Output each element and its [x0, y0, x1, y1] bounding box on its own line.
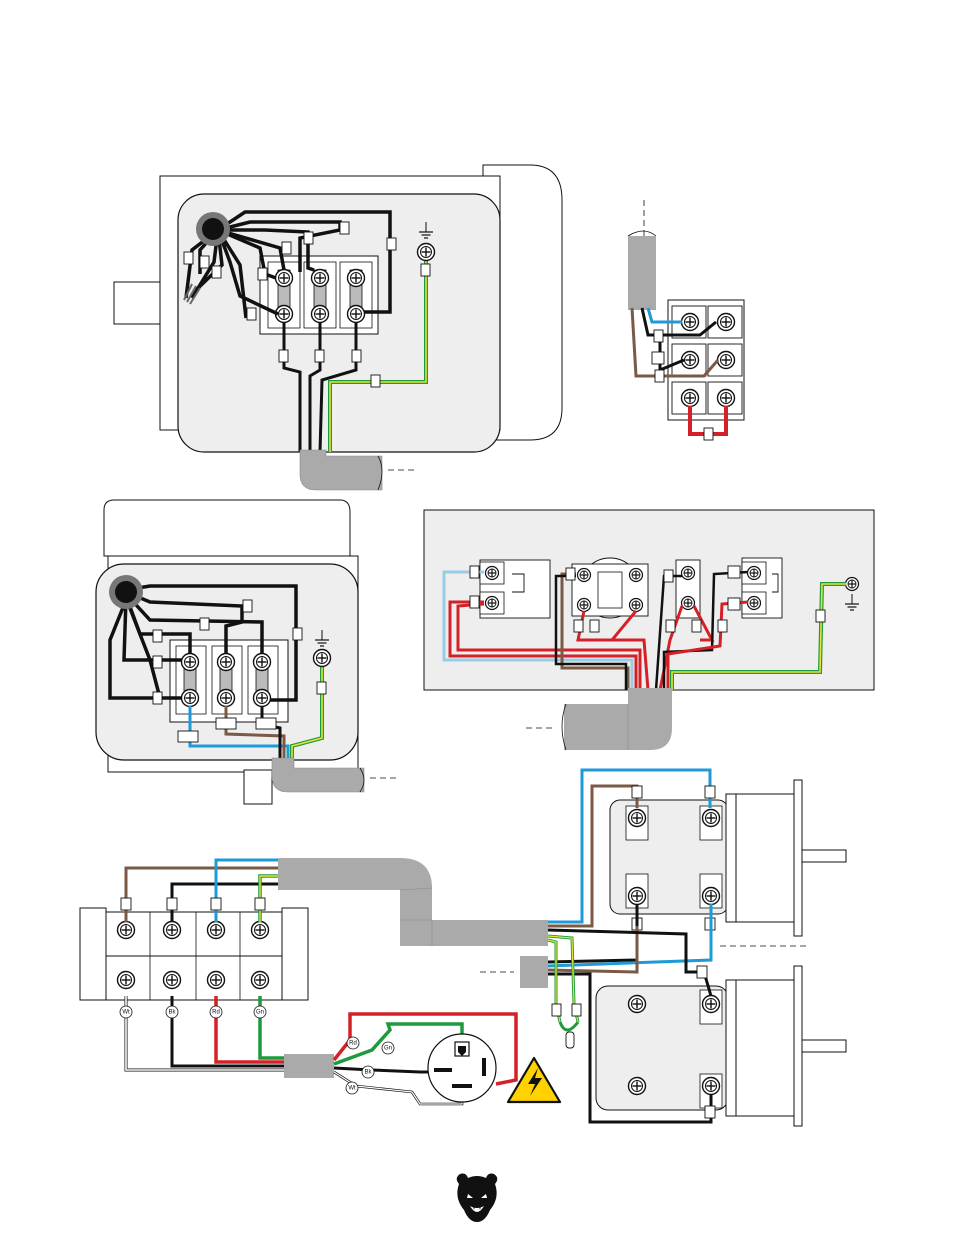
wire-tag-label: Rd [212, 1010, 220, 1016]
cord-tag-red: Rd [347, 1037, 359, 1049]
cord-tag-label: Gn [384, 1046, 392, 1052]
bear-head-logo [457, 1174, 498, 1223]
cord-tag-green: Gn [382, 1042, 394, 1054]
cord-tag-white: Wt [346, 1082, 358, 1094]
cord-tag-label: Rd [349, 1041, 357, 1047]
wire-tag-red: Rd [210, 1006, 222, 1018]
control-terminal-detail [628, 200, 744, 440]
wire-tag-white: Wt [120, 1006, 132, 1018]
motor-b [548, 904, 846, 1126]
power-terminal-strip: Wt Bk Rd Gn [80, 860, 308, 1070]
wire-tag-green: Gn [254, 1006, 266, 1018]
cord-tag-label: Bk [364, 1070, 372, 1076]
wire-tag-label: Wt [122, 1010, 130, 1016]
cord-tag-black: Bk [362, 1066, 374, 1078]
wire-tag-black: Bk [166, 1006, 178, 1018]
motor-junction-box-top [114, 165, 562, 490]
motor-junction-box-middle [96, 500, 400, 804]
switch-panel [424, 510, 874, 750]
power-cord-and-plug: Rd Gn Bk Wt [284, 1014, 516, 1104]
motor-a [548, 770, 846, 936]
conduit-run [278, 858, 548, 988]
wire-tag-label: Gn [256, 1010, 264, 1016]
cord-tag-label: Wt [348, 1086, 356, 1092]
wire-tag-label: Bk [168, 1010, 176, 1016]
